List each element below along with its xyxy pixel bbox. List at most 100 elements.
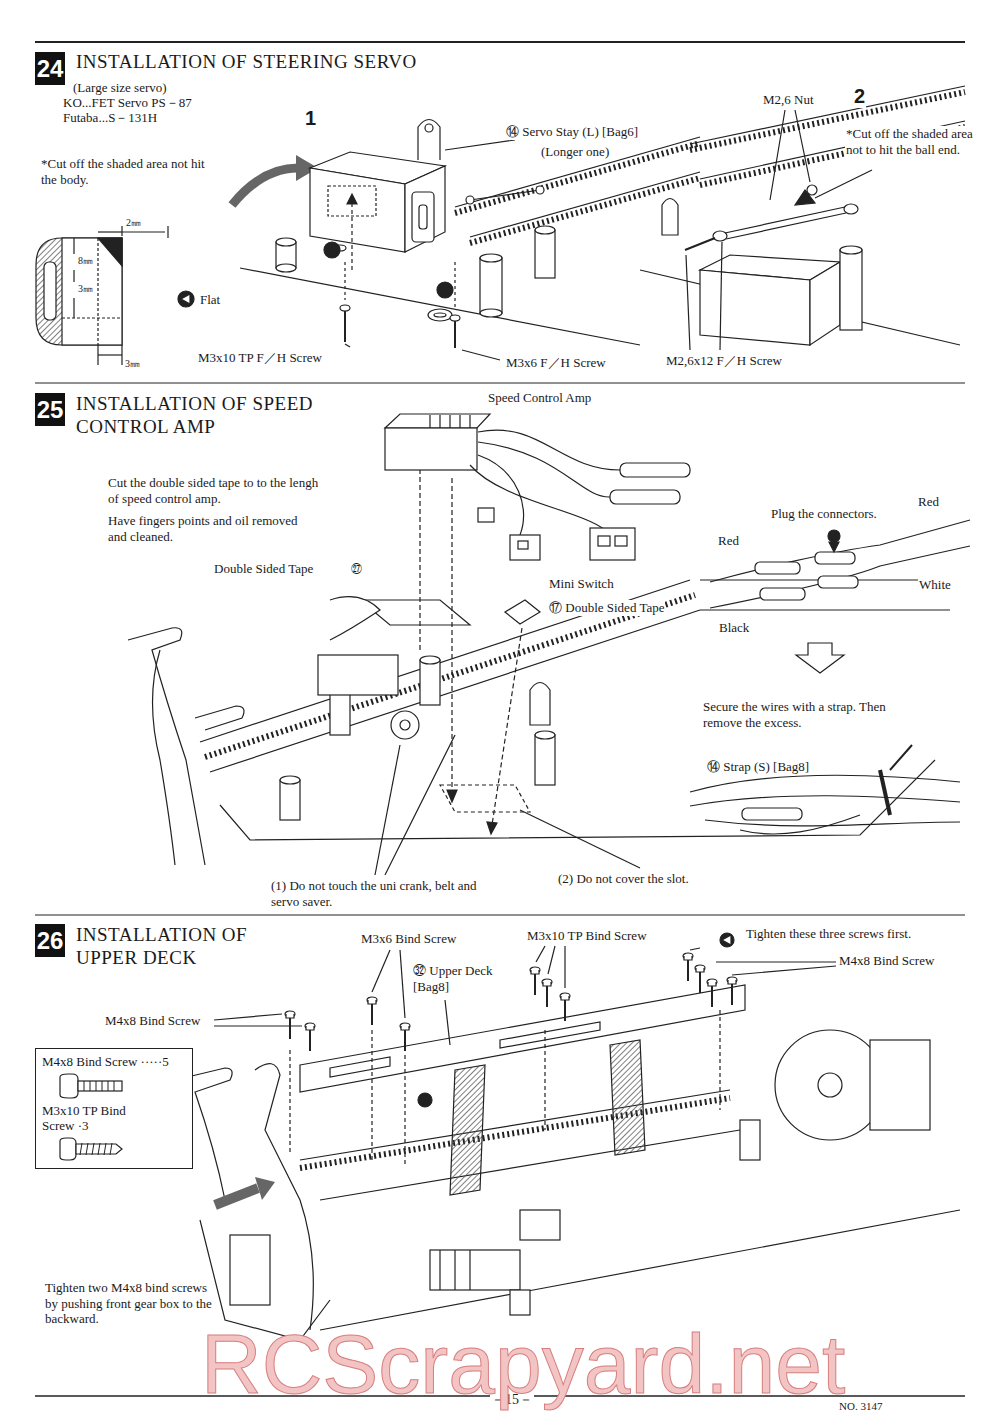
speed-control-illustration-path	[710, 546, 970, 608]
servo-model: Futaba...S－131H	[62, 110, 158, 126]
servo-diagram-1-polygon	[310, 168, 405, 252]
tp-bind-screw-icon-path	[60, 1138, 76, 1160]
speed-control-illustration-ellipse	[535, 731, 555, 739]
speed-control-illustration-circle	[391, 711, 419, 739]
speed-control-illustration-rect	[818, 576, 858, 588]
upper-deck-illustration-circle	[418, 1093, 432, 1107]
upper-deck-illustration-polygon	[610, 1040, 645, 1155]
note: *Cut off the shaded area not to hit the …	[845, 126, 982, 157]
upper-deck-illustration-use	[305, 1023, 315, 1051]
speed-control-illustration-circle	[828, 530, 840, 542]
wire-color: White	[918, 577, 952, 593]
speed-control-illustration-path	[690, 775, 960, 792]
upper-deck-illustration-rect	[520, 1210, 560, 1240]
servo-tab-detail-polygon	[181, 294, 190, 304]
servo-diagram-1-ellipse	[480, 309, 502, 317]
note: Secure the wires with a strap. Then remo…	[702, 699, 904, 730]
speed-control-illustration-line	[890, 745, 912, 770]
step-number-box: 24	[35, 52, 65, 85]
upper-deck-illustration-line	[400, 950, 405, 1018]
servo-diagram-1-rect	[480, 258, 502, 313]
speed-control-illustration-rect	[590, 528, 635, 560]
speed-control-illustration-rect	[518, 541, 528, 549]
upper-deck-illustration-line	[320, 1130, 740, 1200]
servo-diagram-1-ellipse	[535, 226, 555, 234]
servo-tab-detail-line	[122, 231, 165, 232]
step-number: 26	[37, 927, 64, 955]
servo-diagram-2-line	[686, 255, 690, 350]
screw-count-box: M4x8 Bind Screw ·····5M3x10 TP Bind Scre…	[35, 1048, 193, 1169]
wire-color: Red	[717, 533, 740, 549]
upper-deck-illustration-rect	[740, 1120, 760, 1160]
upper-deck-illustration-line	[215, 1188, 258, 1205]
speed-control-illustration-path	[478, 430, 620, 470]
upper-deck-illustration-circle	[720, 933, 734, 947]
part-label: M3x6 F／H Screw	[505, 355, 607, 371]
speed-control-illustration-rect	[330, 690, 350, 735]
servo-diagram-1-ellipse	[434, 313, 446, 317]
bind-screw-icon-path	[60, 1074, 78, 1098]
servo-diagram-1-ellipse	[276, 264, 296, 272]
screw-count: M4x8 Bind Screw ·····5	[42, 1054, 186, 1070]
part-label: Flat	[199, 292, 221, 308]
speed-control-illustration-ellipse	[420, 656, 440, 664]
servo-diagram-1-ellipse	[340, 305, 350, 311]
speed-control-illustration-line	[205, 595, 695, 757]
servo-diagram-1-path	[232, 168, 298, 205]
speed-control-illustration-path	[330, 597, 380, 640]
part-label: M4x8 Bind Screw	[838, 953, 935, 969]
servo-tab-detail-line	[98, 231, 122, 232]
servo-diagram-1-line	[462, 350, 500, 360]
servo-tab-detail-line	[98, 354, 122, 355]
servo-tab-detail	[36, 226, 194, 365]
callout-number: ㉗	[350, 563, 363, 576]
speed-control-illustration-polygon	[447, 790, 457, 802]
note: (Large size servo)	[72, 80, 168, 96]
upper-deck-illustration-line	[214, 1025, 302, 1026]
speed-control-illustration-line	[520, 810, 640, 868]
servo-diagram-1-line	[351, 200, 352, 270]
speed-control-illustration-line	[200, 580, 690, 742]
upper-deck-illustration-use	[542, 979, 552, 1007]
servo-model: KO...FET Servo PS－87	[62, 95, 193, 111]
note: Tighten two M4x8 bind screws by pushing …	[44, 1280, 214, 1327]
part-label: M3x6 Bind Screw	[360, 931, 457, 947]
part-label: ⑭ Servo Stay (L) [Bag6]	[505, 124, 639, 140]
servo-diagram-1-line	[240, 268, 640, 345]
page-rules	[35, 42, 965, 1396]
servo-diagram-2-line	[685, 238, 715, 250]
servo-tab-detail-line	[73, 298, 74, 318]
page-rules-line	[35, 41, 965, 43]
speed-control-illustration-polygon	[385, 414, 490, 428]
servo-diagram-1-line	[344, 310, 346, 342]
upper-deck-illustration-line	[289, 1050, 290, 1155]
servo-diagram-1-ellipse	[480, 254, 502, 262]
servo-diagram-1	[232, 120, 700, 361]
note: (1) Do not touch the uni crank, belt and…	[270, 878, 498, 909]
speed-control-illustration-line	[375, 745, 400, 875]
speed-control-illustration-path	[430, 415, 470, 428]
upper-deck-illustration-line	[300, 1098, 730, 1168]
speed-control-illustration-path	[710, 520, 970, 582]
servo-diagram-1-line	[470, 172, 700, 237]
screw-count: M3x10 TP Bind Screw ·3	[42, 1103, 160, 1134]
servo-tab-detail-rect	[44, 262, 56, 320]
speed-control-illustration-path	[690, 796, 960, 806]
part-label: ⑭ Strap (S) [Bag8]	[706, 759, 810, 775]
upper-deck-illustration-rect	[230, 1235, 270, 1305]
servo-tab-detail-line	[121, 345, 122, 365]
part-label: Mini Switch	[548, 576, 615, 592]
upper-deck-illustration-rect	[430, 1250, 520, 1290]
part-label: Double Sided Tape	[213, 561, 314, 577]
servo-tab-detail-line	[62, 317, 122, 318]
upper-deck-illustration-rect	[870, 1040, 930, 1130]
upper-deck-illustration-line	[404, 1055, 405, 1165]
step-number-box: 25	[35, 393, 65, 426]
note: Cut the double sided tape to to the leng…	[107, 475, 321, 506]
speed-control-illustration-rect	[280, 780, 300, 820]
upper-deck-illustration-circle	[775, 1030, 885, 1140]
speed-control-illustration-path	[128, 628, 205, 865]
servo-tab-detail-line	[97, 345, 98, 365]
servo-diagram-2-circle	[807, 185, 817, 195]
bind-screw-icon-path	[84, 1081, 114, 1091]
